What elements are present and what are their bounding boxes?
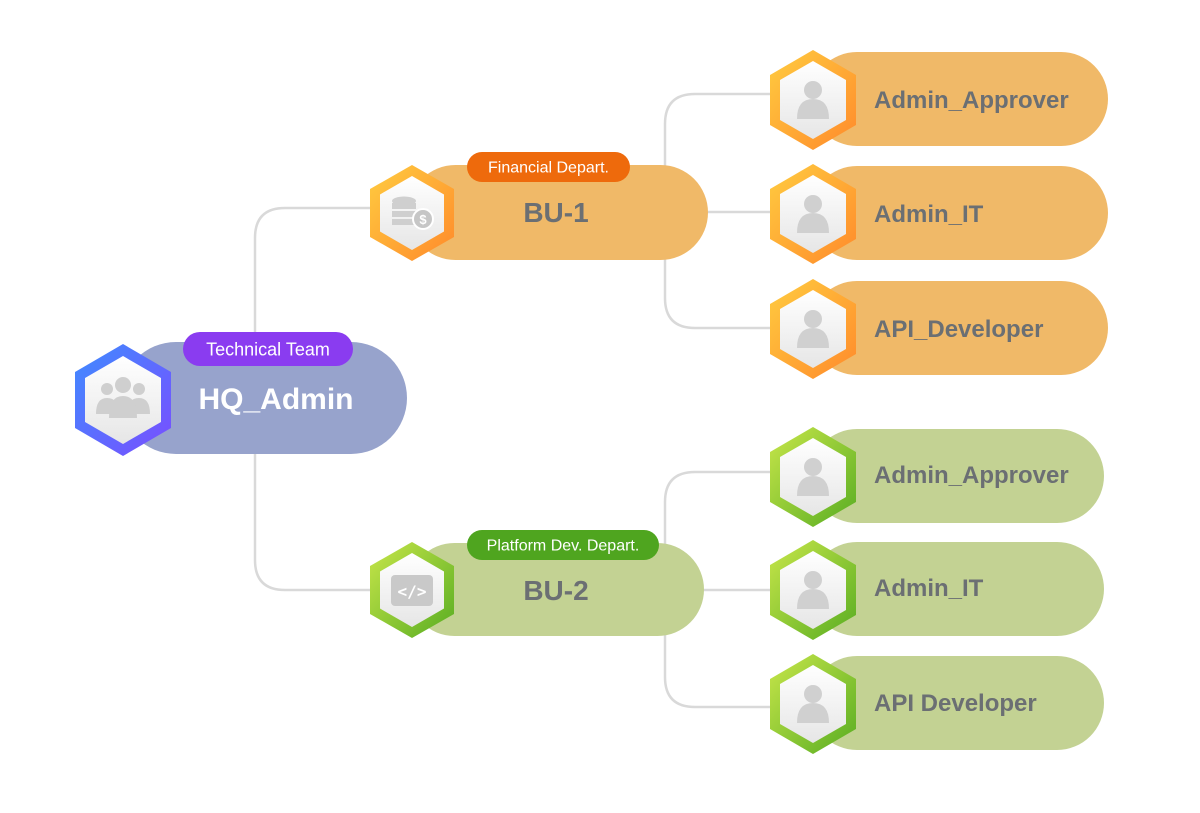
role-hexagon (770, 540, 856, 640)
connector-line (663, 92, 772, 212)
role-label: Admin_Approver (874, 462, 1069, 489)
connector-line (663, 470, 772, 590)
role-pill (810, 656, 1104, 750)
bu-1-tag (467, 152, 630, 182)
user-icon (797, 458, 829, 496)
bu-1-node[interactable]: $ Financial Depart. BU-1 (370, 152, 708, 261)
bu-2-pill (408, 543, 704, 636)
role-node[interactable]: API Developer (770, 654, 1104, 754)
bu-2-node[interactable]: </> Platform Dev. Depart. BU-2 (370, 530, 704, 638)
role-hexagon (770, 654, 856, 754)
role-pill (810, 542, 1104, 636)
connector-line (253, 206, 372, 342)
role-pill (810, 281, 1108, 375)
role-node[interactable]: Admin_Approver (770, 427, 1104, 527)
role-node[interactable]: Admin_IT (770, 540, 1104, 640)
role-node[interactable]: Admin_Approver (770, 50, 1108, 150)
role-node[interactable]: Admin_IT (770, 164, 1108, 264)
root-hexagon (75, 344, 171, 456)
bu-1-tag-label: Financial Depart. (488, 160, 609, 177)
bu-1-pill (408, 165, 708, 260)
role-label: Admin_IT (874, 575, 984, 602)
root-pill (120, 342, 407, 454)
connector-line (663, 590, 772, 709)
connector-line (663, 212, 772, 330)
connector-line (253, 454, 372, 592)
bu-1-label: BU-1 (523, 197, 588, 228)
root-tag (183, 332, 353, 366)
root-label: HQ_Admin (198, 383, 353, 416)
role-pill (810, 52, 1108, 146)
role-hexagon (770, 164, 856, 264)
bu-2-hexagon: </> (370, 542, 454, 638)
code-icon: </> (391, 575, 433, 606)
user-icon (797, 571, 829, 609)
role-label: API Developer (874, 690, 1037, 717)
svg-text:</>: </> (398, 582, 427, 601)
bu-2-tag-label: Platform Dev. Depart. (487, 538, 640, 555)
finance-coins-icon: $ (392, 196, 434, 230)
team-icon (96, 377, 150, 418)
role-node[interactable]: API_Developer (770, 279, 1108, 379)
user-icon (797, 685, 829, 723)
role-hexagon (770, 427, 856, 527)
user-icon (797, 195, 829, 233)
root-tag-label: Technical Team (206, 340, 330, 360)
user-icon (797, 310, 829, 348)
user-icon (797, 81, 829, 119)
root-node[interactable]: Technical Team HQ_Admin (75, 332, 407, 456)
role-hexagon (770, 50, 856, 150)
connector-lines (253, 92, 772, 709)
bu-1-hexagon: $ (370, 165, 454, 261)
role-label: Admin_IT (874, 201, 984, 228)
role-pill (810, 429, 1104, 523)
role-label: API_Developer (874, 316, 1043, 343)
bu-2-tag (467, 530, 659, 560)
role-hexagon (770, 279, 856, 379)
svg-text:$: $ (419, 212, 427, 227)
bu-2-label: BU-2 (523, 575, 588, 606)
role-pill (810, 166, 1108, 260)
role-label: Admin_Approver (874, 87, 1069, 114)
